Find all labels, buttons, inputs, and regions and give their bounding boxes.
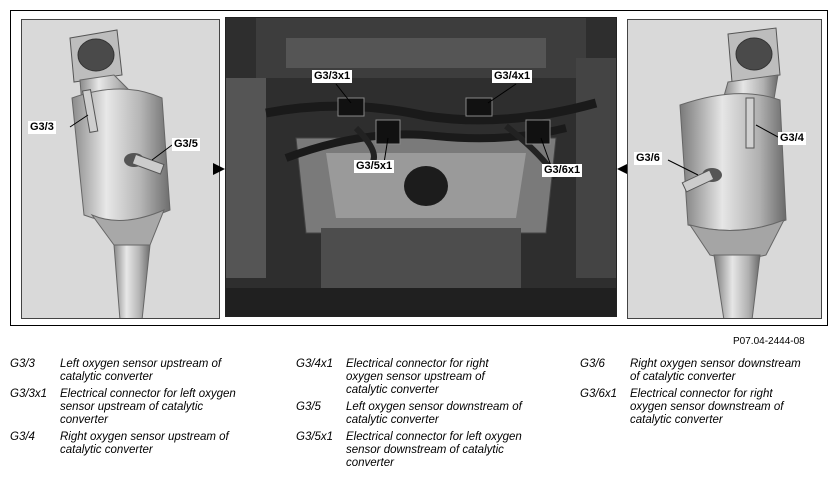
- legend-code: G3/6: [580, 358, 605, 370]
- legend-item: G3/3 Left oxygen sensor upstream of cata…: [10, 358, 236, 384]
- legend-column-2: G3/4x1 Electrical connector for right ox…: [296, 358, 522, 474]
- callout-g3-3x1: G3/3x1: [312, 70, 353, 83]
- legend-item: G3/6x1 Electrical connector for right ox…: [580, 388, 801, 427]
- legend-code: G3/4x1: [296, 358, 334, 370]
- legend-item: G3/3x1 Electrical connector for left oxy…: [10, 388, 236, 427]
- legend-code: G3/5x1: [296, 431, 334, 443]
- engine-bay-illustration: [226, 18, 616, 316]
- legend-item: G3/4x1 Electrical connector for right ox…: [296, 358, 522, 397]
- legend-code: G3/3x1: [10, 388, 48, 400]
- right-catalytic-converter-panel: G3/4 G3/6: [627, 19, 822, 319]
- legend-description: Electrical connector for left oxygen sen…: [60, 388, 236, 426]
- legend-column-3: G3/6 Right oxygen sensor downstream of c…: [580, 358, 801, 431]
- legend-item: G3/5x1 Electrical connector for left oxy…: [296, 431, 522, 470]
- legend-code: G3/3: [10, 358, 35, 370]
- legend-item: G3/6 Right oxygen sensor downstream of c…: [580, 358, 801, 384]
- left-catalytic-converter-panel: G3/3 G3/5: [21, 19, 220, 319]
- legend-description: Left oxygen sensor downstream of catalyt…: [346, 401, 522, 426]
- callout-g3-6x1: G3/6x1: [542, 164, 583, 177]
- engine-bay-photo-panel: G3/3x1 G3/4x1 G3/5x1 G3/6x1: [225, 17, 617, 317]
- legend-item: G3/5 Left oxygen sensor downstream of ca…: [296, 401, 522, 427]
- callout-g3-5: G3/5: [172, 138, 200, 151]
- pointer-right-arrow-icon: [617, 163, 629, 175]
- legend-description: Electrical connector for right oxygen se…: [346, 358, 489, 396]
- legend-code: G3/5: [296, 401, 321, 413]
- callout-g3-3: G3/3: [28, 121, 56, 134]
- callout-g3-4: G3/4: [778, 132, 806, 145]
- figure-code: P07.04-2444-08: [733, 336, 805, 347]
- legend-column-1: G3/3 Left oxygen sensor upstream of cata…: [10, 358, 236, 461]
- legend-item: G3/4 Right oxygen sensor upstream of cat…: [10, 431, 236, 457]
- callout-g3-6: G3/6: [634, 152, 662, 165]
- legend-description: Electrical connector for left oxygen sen…: [346, 431, 522, 469]
- figure-frame: G3/3 G3/5: [10, 10, 828, 326]
- legend-description: Right oxygen sensor downstream of cataly…: [630, 358, 801, 383]
- legend-code: G3/4: [10, 431, 35, 443]
- legend-description: Electrical connector for right oxygen se…: [630, 388, 784, 426]
- legend-code: G3/6x1: [580, 388, 618, 400]
- right-converter-illustration: [667, 27, 787, 318]
- callout-g3-5x1: G3/5x1: [354, 160, 395, 173]
- callout-g3-4x1: G3/4x1: [492, 70, 533, 83]
- pointer-left-arrow-icon: [213, 163, 225, 175]
- legend-description: Right oxygen sensor upstream of catalyti…: [60, 431, 229, 456]
- legend-description: Left oxygen sensor upstream of catalytic…: [60, 358, 222, 383]
- left-converter-illustration: [69, 29, 173, 318]
